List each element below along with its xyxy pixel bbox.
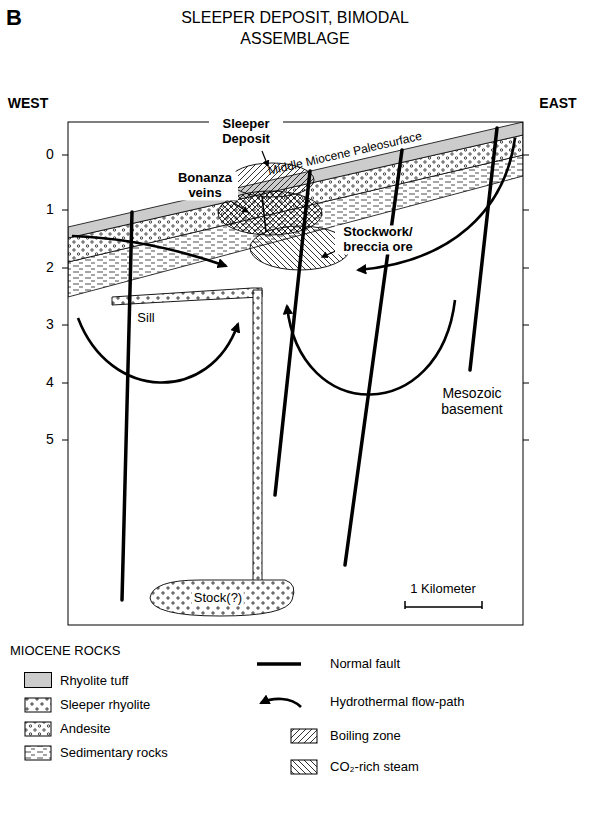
legend-sample bbox=[255, 693, 305, 711]
rhyolite-tuff-layer bbox=[68, 122, 523, 238]
depth-tick bbox=[62, 268, 68, 269]
leader-arrow bbox=[262, 151, 268, 166]
pattern-sample bbox=[25, 746, 51, 760]
depth-number: 2 bbox=[46, 260, 54, 276]
hydrothermal-flow-path bbox=[72, 236, 226, 266]
depth-tick bbox=[62, 440, 68, 441]
stock bbox=[150, 580, 294, 616]
leader-arrow bbox=[232, 202, 248, 212]
depth-tick bbox=[523, 325, 529, 326]
legend-text: Sedimentary rocks bbox=[60, 745, 168, 760]
normal-fault bbox=[122, 212, 132, 600]
legend-swatch bbox=[24, 672, 52, 688]
basement-label: Mesozoic basement bbox=[430, 386, 514, 417]
depth-tick bbox=[523, 440, 529, 441]
normal-fault bbox=[345, 150, 402, 565]
legend-text: Sleeper rhyolite bbox=[60, 697, 150, 712]
feeder-dike bbox=[253, 290, 262, 582]
pattern-sample bbox=[291, 760, 317, 774]
depth-number: 4 bbox=[46, 375, 54, 391]
deposit-label: Sleeper Deposit bbox=[209, 117, 283, 146]
direction-label: WEST bbox=[8, 96, 48, 112]
vein-label: Bonanza veins bbox=[172, 171, 238, 200]
depth-tick bbox=[62, 383, 68, 384]
scale-label: 1 Kilometer bbox=[410, 582, 476, 597]
depth-tick bbox=[523, 268, 529, 269]
legend-text: Normal fault bbox=[330, 656, 400, 671]
pattern-sample bbox=[25, 722, 51, 736]
flow-sample bbox=[261, 699, 301, 707]
depth-tick bbox=[523, 210, 529, 211]
depth-tick bbox=[62, 325, 68, 326]
depth-tick bbox=[523, 383, 529, 384]
normal-fault bbox=[470, 128, 497, 370]
depth-number: 5 bbox=[46, 432, 54, 448]
scale-bar bbox=[405, 601, 482, 609]
direction-label: EAST bbox=[539, 96, 576, 112]
fault-sample bbox=[257, 662, 301, 666]
panel-letter: B bbox=[6, 6, 22, 31]
sill-label: Sill bbox=[135, 311, 156, 326]
section-frame bbox=[68, 122, 523, 625]
pattern-sample bbox=[291, 729, 317, 743]
legend-text: Andesite bbox=[60, 721, 111, 736]
section-group bbox=[68, 122, 523, 616]
depth-number: 0 bbox=[46, 147, 54, 163]
stock-label: Stock(?) bbox=[192, 591, 244, 606]
legend-heading: MIOCENE ROCKS bbox=[10, 644, 121, 659]
hydrothermal-flow-path bbox=[287, 300, 455, 395]
depth-tick bbox=[62, 155, 68, 156]
legend-text: Rhyolite tuff bbox=[60, 673, 128, 688]
ore-label: Stockwork/ breccia ore bbox=[335, 225, 421, 254]
pattern-sample bbox=[25, 698, 51, 712]
legend-text: Boiling zone bbox=[330, 728, 401, 743]
bonanza-vein bbox=[262, 196, 266, 232]
hydrothermal-flow-path bbox=[78, 318, 238, 383]
figure-title: SLEEPER DEPOSIT, BIMODAL ASSEMBLAGE bbox=[180, 8, 410, 50]
legend-text: Hydrothermal flow-path bbox=[330, 694, 464, 709]
depth-number: 1 bbox=[46, 202, 54, 218]
paleosurface-label: Middle Miocene Paleosurface bbox=[267, 130, 423, 179]
depth-number: 3 bbox=[46, 317, 54, 333]
depth-tick bbox=[523, 155, 529, 156]
legend-text: CO₂-rich steam bbox=[330, 759, 419, 774]
legend-sample bbox=[255, 655, 305, 673]
sill bbox=[112, 288, 262, 305]
depth-tick bbox=[62, 210, 68, 211]
